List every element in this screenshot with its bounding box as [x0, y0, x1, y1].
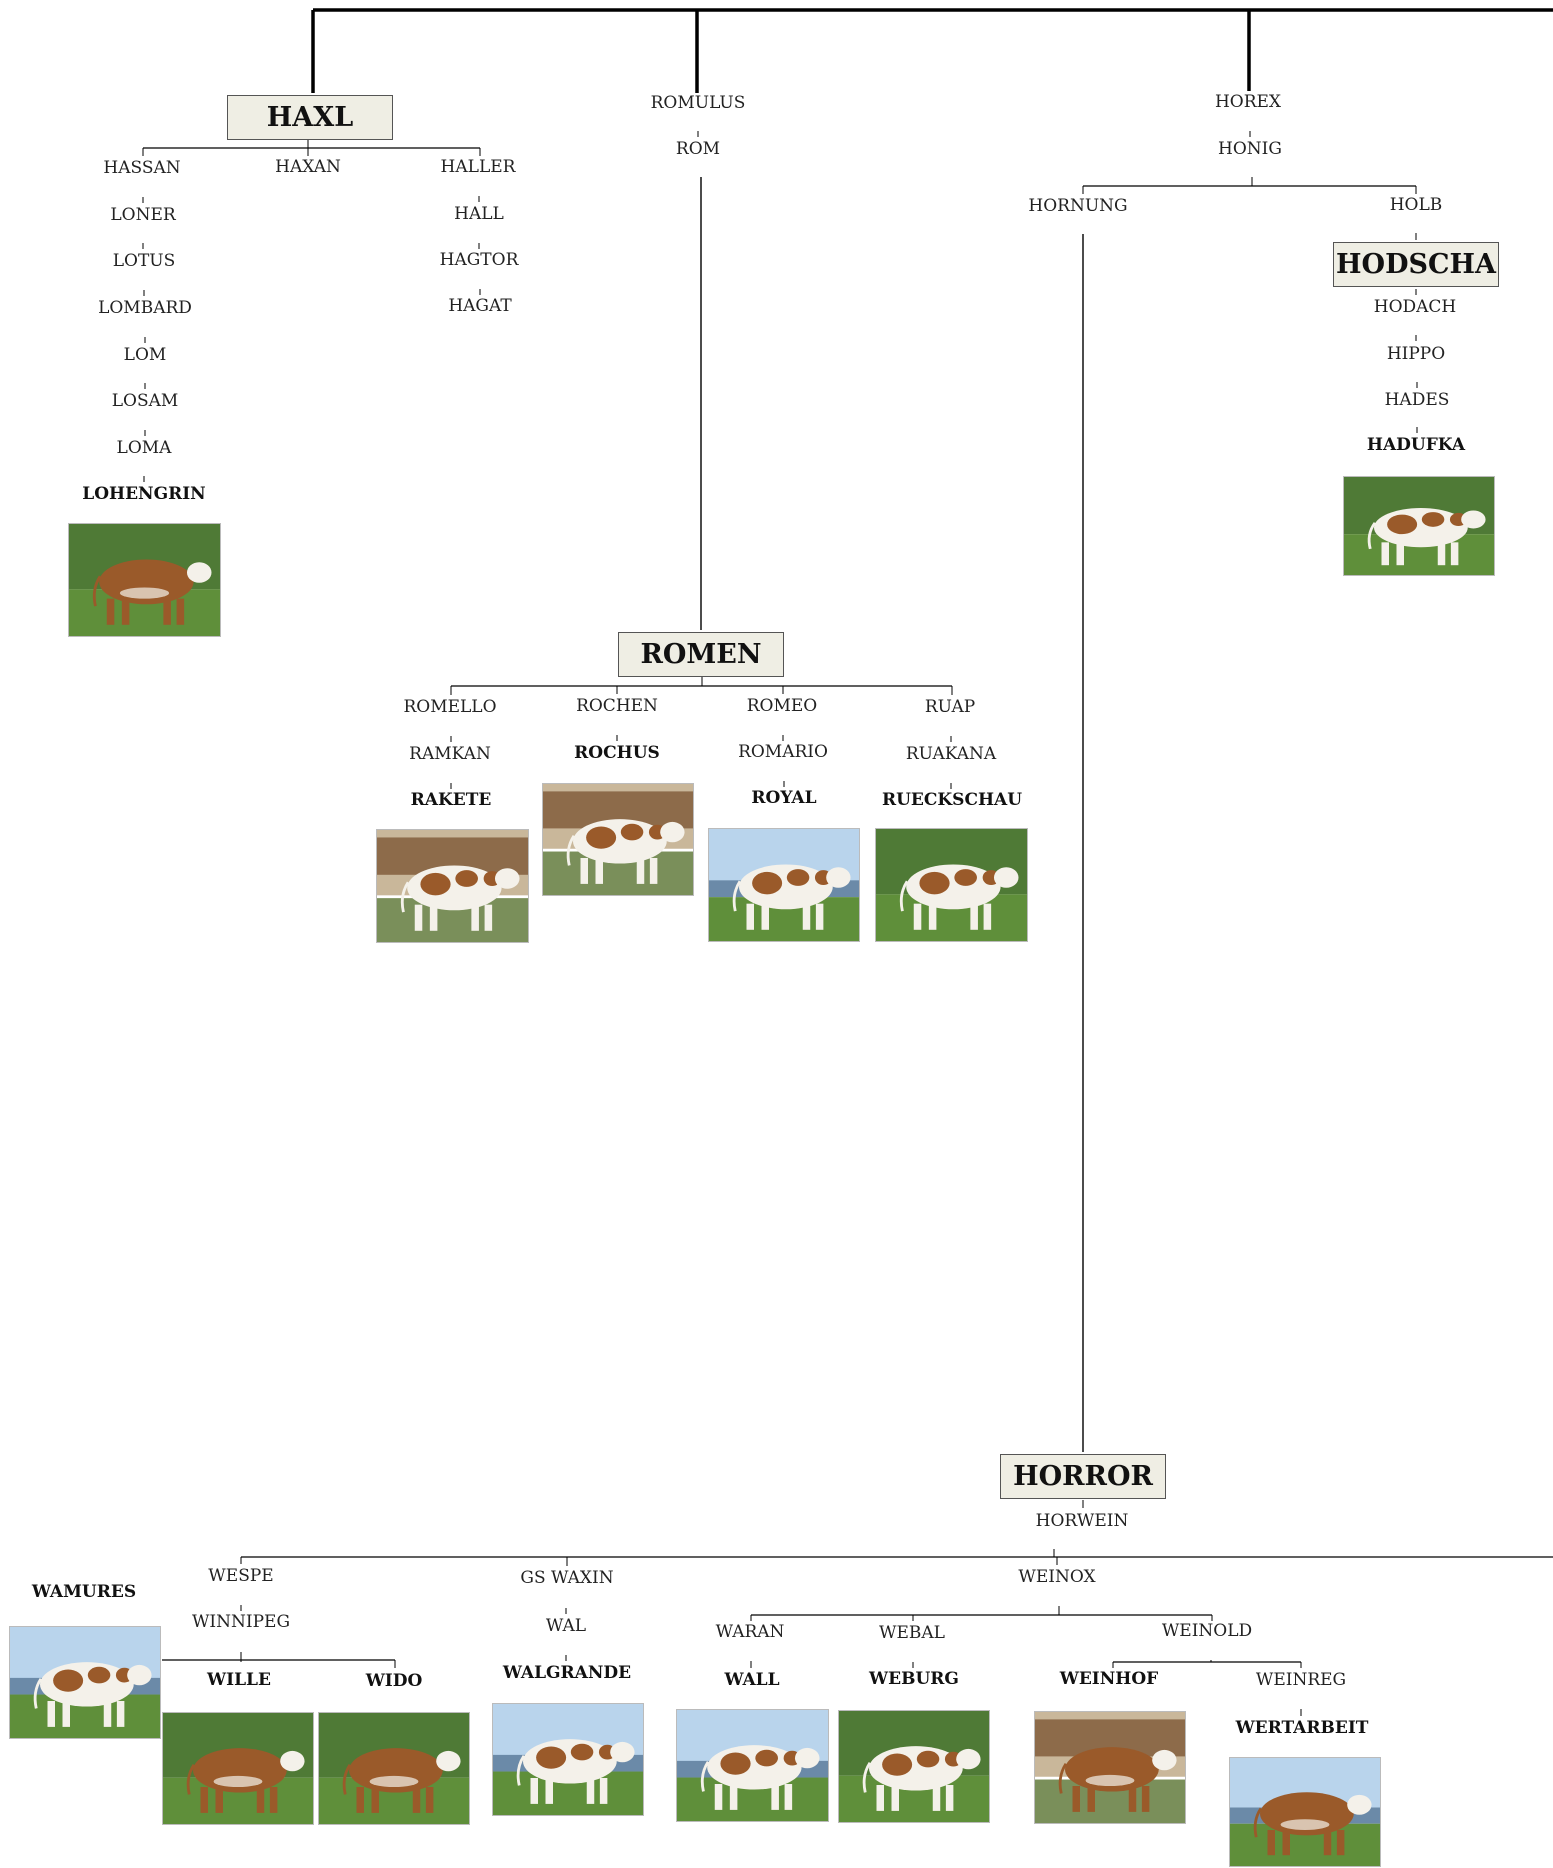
romeo-label: ROMEO: [746, 696, 818, 716]
wertarbeit-cow-photo: [1229, 1757, 1381, 1867]
hadufka-label: HADUFKA: [1366, 435, 1466, 455]
haxan-label: HAXAN: [275, 157, 341, 177]
weinox-label: WEINOX: [1018, 1567, 1096, 1587]
losam-label: LOSAM: [111, 391, 179, 411]
hippo-label: HIPPO: [1386, 344, 1446, 364]
rakete-cow-photo: [376, 829, 529, 943]
lombard-label: LOMBARD: [98, 298, 192, 318]
loma-label: LOMA: [116, 438, 172, 458]
lohengrin-label: LOHENGRIN: [82, 484, 206, 504]
lotus-label: LOTUS: [112, 251, 176, 271]
walgrande-label: WALGRANDE: [502, 1663, 632, 1683]
romulus-label: ROMULUS: [650, 93, 746, 113]
rochus-label: ROCHUS: [574, 743, 660, 763]
wal-label: WAL: [545, 1616, 587, 1636]
honig-label: HONIG: [1218, 139, 1282, 159]
wido-cow-photo: [318, 1712, 470, 1825]
wille-cow-photo: [162, 1712, 314, 1825]
walgrande-cow-photo: [492, 1703, 644, 1816]
ramkan-label: RAMKAN: [409, 744, 491, 764]
wamures-label: WAMURES: [31, 1582, 137, 1602]
waran-label: WARAN: [715, 1622, 785, 1642]
royal-label: ROYAL: [751, 788, 817, 808]
weinold-label: WEINOLD: [1161, 1621, 1253, 1641]
horwein-label: HORWEIN: [1035, 1511, 1129, 1531]
hadufka-cow-photo: [1343, 476, 1495, 576]
holb-label: HOLB: [1389, 195, 1443, 215]
horex-label: HOREX: [1214, 92, 1282, 112]
rom-label: ROM: [675, 139, 721, 159]
horror-name-box: HORROR: [1000, 1454, 1166, 1499]
romello-label: ROMELLO: [403, 697, 497, 717]
lohengrin-cow-photo: [68, 523, 221, 637]
weinhof-cow-photo: [1034, 1711, 1186, 1824]
wall-cow-photo: [676, 1709, 829, 1822]
weinreg-label: WEINREG: [1255, 1670, 1347, 1690]
gs-waxin-label: GS WAXIN: [520, 1568, 614, 1588]
rueckschau-cow-photo: [875, 828, 1028, 942]
hagat-label: HAGAT: [448, 296, 512, 316]
hall-label: HALL: [454, 204, 504, 224]
wido-label: WIDO: [365, 1671, 423, 1691]
rakete-label: RAKETE: [410, 790, 492, 810]
winnipeg-label: WINNIPEG: [191, 1612, 291, 1632]
weinhof-label: WEINHOF: [1059, 1669, 1159, 1689]
hodscha-name-box: HODSCHA: [1333, 242, 1499, 287]
wertarbeit-label: WERTARBEIT: [1235, 1718, 1369, 1738]
wall-label: WALL: [724, 1670, 780, 1690]
wille-label: WILLE: [207, 1670, 271, 1690]
rueckschau-label: RUECKSCHAU: [881, 790, 1023, 810]
loner-label: LONER: [110, 205, 176, 225]
haller-label: HALLER: [440, 157, 516, 177]
ruakana-label: RUAKANA: [905, 744, 997, 764]
weburg-cow-photo: [838, 1710, 990, 1823]
weburg-label: WEBURG: [869, 1669, 959, 1689]
lom-label: LOM: [123, 345, 167, 365]
wamures-cow-photo: [9, 1626, 161, 1739]
romen-name-box: ROMEN: [618, 632, 784, 677]
hagtor-label: HAGTOR: [439, 250, 519, 270]
royal-cow-photo: [708, 828, 860, 942]
haxl-name-box: HAXL: [227, 95, 393, 140]
hades-label: HADES: [1384, 390, 1450, 410]
rochus-cow-photo: [542, 783, 694, 896]
webal-label: WEBAL: [879, 1623, 945, 1643]
hodach-label: HODACH: [1373, 297, 1457, 317]
wespe-label: WESPE: [208, 1566, 274, 1586]
romario-label: ROMARIO: [738, 742, 828, 762]
hornung-label: HORNUNG: [1028, 196, 1128, 216]
ruap-label: RUAP: [924, 697, 976, 717]
rochen-label: ROCHEN: [576, 696, 658, 716]
hassan-label: HASSAN: [103, 158, 181, 178]
